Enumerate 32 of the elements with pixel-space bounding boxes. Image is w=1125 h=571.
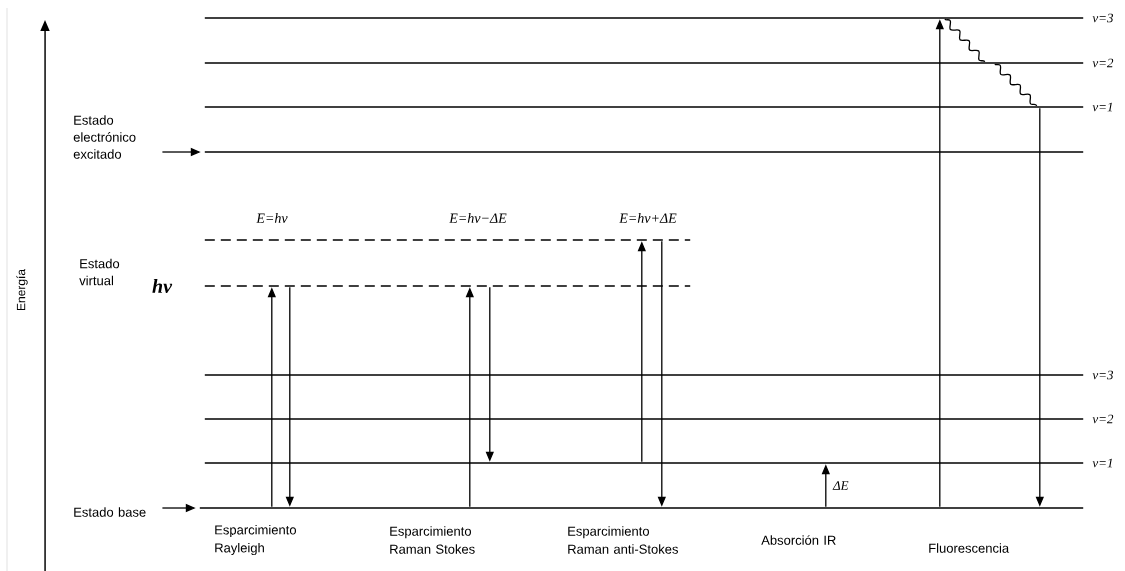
axis-label: Energía <box>16 269 28 311</box>
relaxation-wave <box>994 63 1038 107</box>
energy-level-line <box>204 106 1084 108</box>
energy-level-line <box>204 151 1084 153</box>
energy-level-line <box>204 17 1084 19</box>
energy-level-line <box>204 285 691 287</box>
energy-level-line <box>204 462 1084 464</box>
formula-label: E=hν−ΔE <box>449 213 507 223</box>
state-label: Estado electrónico excitado <box>73 115 136 159</box>
state-label: Estado base <box>74 507 146 517</box>
formula-label: E=hν+ΔE <box>619 213 677 223</box>
level-label: v=3 <box>1092 370 1113 380</box>
energy-level-line <box>204 374 1084 376</box>
formula-label: E=hν <box>256 213 288 223</box>
energy-level-line <box>204 62 1084 64</box>
caption-text: Absorción IR <box>761 535 836 545</box>
caption-text: Fluorescencia <box>929 543 1010 553</box>
level-label: v=3 <box>1092 13 1113 23</box>
energy-level-line <box>204 239 691 241</box>
formula-label: hν <box>152 278 173 294</box>
caption-text: Esparcimiento Raman anti-Stokes <box>568 526 678 554</box>
level-label: v=2 <box>1092 58 1114 68</box>
energy-level-line <box>204 418 1084 420</box>
energy-level-line <box>199 507 1084 509</box>
level-label: v=1 <box>1092 102 1113 112</box>
edge-label: ΔE <box>832 481 849 490</box>
caption-text: Esparcimiento Raman Stokes <box>390 526 475 554</box>
state-label: Estado virtual <box>79 258 120 286</box>
level-label: v=1 <box>1092 458 1113 468</box>
level-label: v=2 <box>1092 414 1114 424</box>
relaxation-wave <box>944 18 986 63</box>
caption-text: Esparcimiento Rayleigh <box>215 524 296 556</box>
